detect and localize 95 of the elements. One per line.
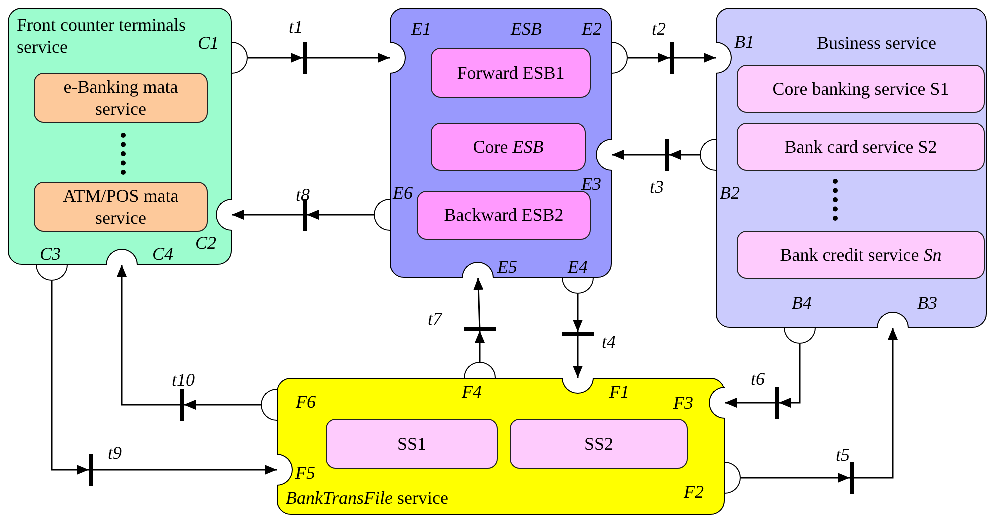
service-box: Core ESB: [431, 123, 586, 171]
port-label: B3: [918, 294, 938, 312]
transition-bar: [850, 462, 854, 494]
service-container: [716, 8, 987, 328]
service-box: Bank credit service Sn: [737, 231, 985, 279]
transition-bar: [670, 42, 674, 74]
service-box: Forward ESB1: [431, 48, 591, 98]
port-semicircle: [464, 362, 496, 378]
service-box: SS2: [510, 419, 688, 469]
port-semicircle: [708, 386, 724, 418]
port-label: F1: [610, 382, 630, 400]
port-label: B2: [720, 184, 740, 202]
transition-label: t3: [650, 178, 664, 196]
service-box: Core banking service S1: [737, 65, 985, 113]
transition-label: t6: [751, 370, 766, 388]
port-semicircle: [106, 248, 138, 264]
service-box: e-Banking mata service: [34, 73, 208, 123]
port-semicircle: [700, 139, 716, 171]
arrow: [573, 294, 583, 332]
port-semicircle: [562, 378, 594, 394]
port-label: E1: [412, 20, 432, 38]
arrow: [725, 398, 775, 408]
port-semicircle: [276, 454, 292, 486]
arrow: [474, 278, 484, 328]
port-semicircle: [216, 198, 232, 230]
arrow: [184, 400, 261, 410]
port-semicircle: [612, 42, 628, 74]
port-label: F5: [296, 464, 316, 482]
transition-bar: [665, 139, 669, 171]
port-label: E4: [568, 258, 588, 276]
container-title: BankTransFile service: [286, 488, 450, 510]
port-label: F2: [684, 483, 704, 501]
transition-label: t5: [836, 446, 850, 464]
transition-label: t7: [428, 310, 442, 328]
port-label: B4: [792, 294, 812, 312]
transition-label: t1: [289, 18, 304, 36]
arrow: [307, 210, 374, 220]
port-label: F3: [674, 394, 694, 412]
service-box: SS1: [326, 419, 498, 469]
transition-label: t2: [652, 20, 666, 38]
port-label: E3: [582, 174, 602, 192]
arrow: [674, 53, 716, 63]
arrow: [93, 465, 277, 475]
transition-label: t4: [602, 333, 616, 351]
service-container: [8, 8, 232, 265]
transition-bar: [89, 454, 93, 486]
arrow: [232, 210, 303, 220]
container-title: Business service: [817, 33, 938, 55]
transition-bar: [775, 387, 779, 419]
port-label: C1: [198, 34, 220, 52]
port-label: F4: [462, 383, 482, 401]
arrow: [779, 344, 801, 408]
port-label: C4: [152, 244, 174, 262]
port-label: B1: [734, 32, 754, 50]
port-semicircle: [596, 138, 612, 170]
arrow: [741, 473, 850, 483]
port-label: C2: [196, 234, 217, 252]
service-container: [277, 378, 725, 515]
port-semicircle: [716, 42, 732, 74]
arrow: [612, 150, 665, 160]
port-semicircle: [562, 278, 594, 294]
transition-bar: [562, 332, 594, 336]
port-semicircle: [261, 389, 277, 421]
arrow: [669, 150, 700, 160]
port-label: F6: [296, 393, 316, 411]
transition-label: t10: [172, 371, 196, 389]
port-semicircle: [374, 199, 390, 231]
arrow: [117, 265, 180, 406]
service-box: ATM/POS mata service: [34, 182, 208, 232]
port-semicircle: [390, 42, 406, 74]
container-title: Front counter terminals service: [17, 15, 187, 58]
port-semicircle: [876, 312, 908, 328]
arrow: [51, 281, 89, 475]
port-label: C3: [40, 245, 62, 263]
port-label: E6: [393, 184, 413, 202]
port-label: E5: [498, 258, 518, 276]
transition-bar: [180, 389, 184, 421]
port-semicircle: [725, 462, 741, 494]
transition-bar: [464, 327, 496, 331]
arrow: [248, 53, 303, 63]
arrow: [573, 336, 583, 378]
port-semicircle: [232, 42, 248, 74]
arrow: [475, 331, 485, 362]
port-semicircle: [36, 265, 68, 281]
service-box: Bank card service S2: [737, 123, 985, 171]
arrow: [628, 53, 670, 63]
transition-label: t9: [108, 444, 122, 462]
port-label: E2: [582, 20, 602, 38]
arrow: [307, 53, 390, 63]
arrow: [854, 328, 898, 479]
port-semicircle: [784, 328, 816, 344]
port-semicircle: [462, 262, 494, 278]
transition-bar: [303, 42, 307, 74]
service-box: Backward ESB2: [417, 191, 591, 240]
service-container: [390, 8, 612, 278]
